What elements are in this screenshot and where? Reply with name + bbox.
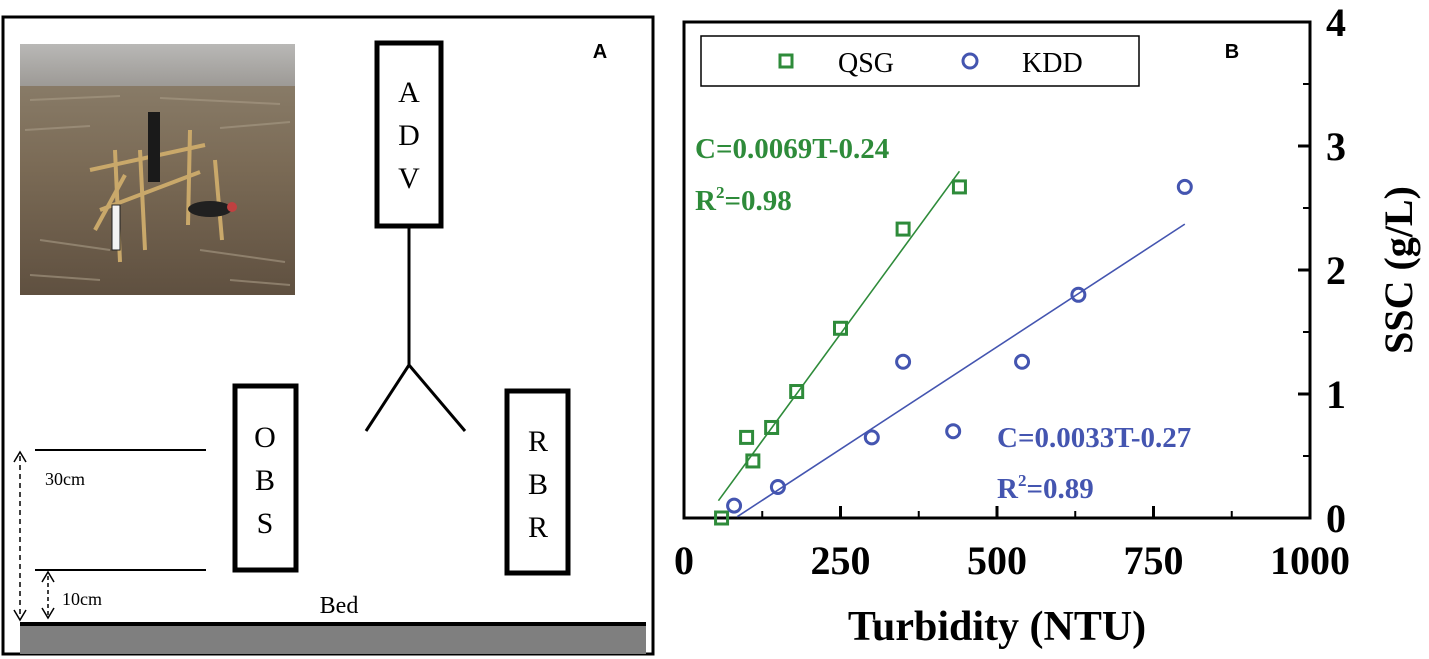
adv-prong-left [364,364,411,432]
legend-qsg-label: QSG [838,48,894,79]
y-tick-label: 1 [1326,372,1346,417]
kdd-point [863,429,880,446]
qsg-point [895,221,911,237]
rbr-letter-1: R [528,425,548,458]
x-tick-label: 1000 [1270,538,1350,583]
qsg-point [764,419,780,435]
qsg-point [714,510,730,526]
y-axis-ticks: 0 1 2 3 4 [1298,0,1346,541]
y-tick-label: 0 [1326,496,1346,541]
legend-box [700,35,1140,87]
kdd-point [895,353,912,370]
adv-prong-right [407,364,467,432]
dim-arrow-10cm [41,570,55,620]
bed-surface [20,624,646,654]
photo-ripples [24,95,291,286]
kdd-r-squared: R2=0.89 [997,471,1094,505]
adv-letter-1: A [398,76,420,109]
kdd-point [1014,353,1031,370]
y-tick-label: 2 [1326,248,1346,293]
kdd-equation: C=0.0033T-0.27 [997,422,1191,454]
obs-letter-2: B [255,464,275,497]
bed-label: Bed [320,593,359,619]
qsg-fit-line [717,170,961,502]
qsg-point [951,179,967,195]
legend: QSG KDD [700,35,1140,87]
kdd-point [945,423,962,440]
qsg-point [789,384,805,400]
dim-arrow-30cm [13,450,27,622]
adv-letter-3: V [398,162,420,195]
photo-rbr-sensor [188,201,232,217]
x-tick-label: 750 [1124,538,1184,583]
adv-letter-2: D [398,119,420,152]
kdd-fit-line [736,223,1186,518]
field-photo [20,44,295,295]
qsg-point [833,320,848,336]
obs-letter-1: O [254,421,276,454]
qsg-point [739,429,755,445]
photo-sky [20,44,295,86]
y-axis-label: SSC (g/L) [1376,186,1421,354]
x-tick-label: 0 [674,538,694,583]
photo-obs-sensor [111,204,121,251]
kdd-point [1176,178,1193,195]
legend-kdd-marker [961,52,979,70]
legend-qsg-marker [778,53,794,69]
data-points [714,178,1193,526]
panel-a-label: A [593,41,607,63]
qsg-point [745,453,761,469]
photo-rbr-cap [227,202,237,212]
photo-adv-sensor [148,112,160,182]
y-tick-label: 4 [1326,0,1346,45]
label-30cm: 30cm [45,469,85,489]
x-tick-label: 250 [811,538,871,583]
qsg-r-squared: R2=0.98 [695,183,792,217]
panel-b-label: B [1225,41,1239,63]
legend-kdd-label: KDD [1022,48,1083,79]
panel-a-schematic: A A D V O B S R B R 30cm 10cm Bed [1,15,655,656]
label-10cm: 10cm [62,589,102,609]
y-tick-label: 3 [1326,124,1346,169]
kdd-point [726,497,743,514]
kdd-point [1070,286,1087,303]
x-axis-label: Turbidity (NTU) [848,604,1146,650]
x-axis-ticks: 0 250 500 750 1000 [674,506,1350,583]
rbr-box [504,388,571,576]
rbr-letter-3: R [528,511,548,544]
kdd-point [769,479,786,495]
x-tick-label: 500 [967,538,1027,583]
qsg-equation: C=0.0069T-0.24 [695,133,889,165]
rbr-letter-2: B [528,468,548,501]
obs-box [232,383,299,573]
fit-lines [717,170,1186,518]
obs-letter-3: S [257,507,274,540]
